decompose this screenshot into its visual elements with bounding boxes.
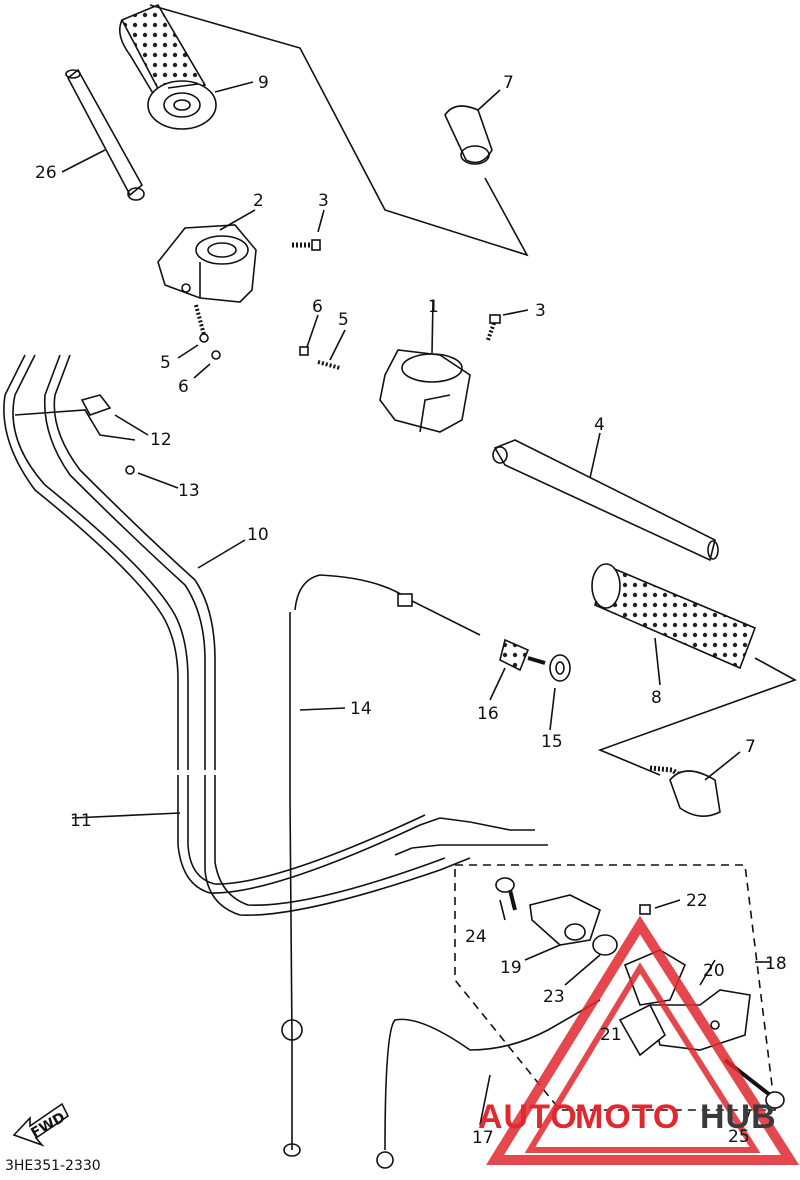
callout-24: 24 — [465, 927, 487, 947]
callout-10: 10 — [247, 525, 269, 545]
screw-part-13 — [125, 465, 179, 489]
callout-15: 15 — [541, 732, 563, 752]
bar-end-part-7-top — [444, 89, 501, 165]
adjuster-part-16 — [489, 638, 546, 701]
bracket-part-12 — [14, 394, 149, 441]
callout-5-right: 5 — [338, 310, 349, 330]
bolt-part-24 — [495, 877, 517, 921]
automotohub-logo-icon — [486, 915, 800, 1165]
lever-part-19 — [524, 894, 601, 961]
callout-8: 8 — [651, 688, 662, 708]
watermark-moto: MOTO — [575, 1098, 680, 1136]
callout-22: 22 — [686, 891, 708, 911]
watermark-auto: AUTO — [478, 1098, 578, 1136]
callout-25: 25 — [728, 1127, 750, 1147]
throttle-housing-part-1 — [379, 299, 471, 433]
cable-part-17 — [376, 999, 601, 1169]
callout-17: 17 — [472, 1128, 494, 1148]
reference-line-grip — [597, 657, 797, 776]
left-grip-part-8 — [591, 563, 757, 686]
callout-7-bottom: 7 — [745, 737, 756, 757]
inner-tube-part-26 — [61, 68, 145, 201]
callout-16: 16 — [477, 704, 499, 724]
screw-nut-right — [299, 314, 346, 370]
callout-13: 13 — [178, 481, 200, 501]
callout-9: 9 — [258, 73, 269, 93]
screw-nut-left — [177, 304, 221, 379]
bolt-part-3-left — [292, 209, 325, 251]
callout-3-right: 3 — [535, 301, 546, 321]
fwd-arrow-icon — [12, 1102, 70, 1147]
watermark-hub: HUB — [700, 1098, 777, 1136]
bolt-part-3-right — [486, 309, 529, 341]
screw-part-22 — [639, 899, 681, 915]
callout-21: 21 — [600, 1025, 622, 1045]
subassembly-box-part-18 — [454, 864, 776, 1111]
callout-20: 20 — [703, 961, 725, 981]
callout-1: 1 — [428, 297, 439, 317]
throttle-cable-part-11 — [3, 354, 548, 894]
callout-19: 19 — [500, 958, 522, 978]
callout-12: 12 — [150, 430, 172, 450]
part-code: 3HE351-2330 — [5, 1158, 101, 1174]
throttle-cable-part-10 — [43, 354, 471, 916]
callout-18: 18 — [765, 954, 787, 974]
callout-14: 14 — [350, 699, 372, 719]
callout-3-left: 3 — [318, 191, 329, 211]
choke-cable-part-14 — [281, 574, 481, 1157]
reference-line-top — [149, 4, 529, 257]
handlebar-holder-part-2 — [157, 209, 257, 303]
handlebar-tube-part-4 — [492, 432, 719, 562]
throttle-grip-part-9 — [119, 3, 254, 130]
callout-26: 26 — [35, 163, 57, 183]
bar-end-part-7-bottom — [649, 751, 741, 817]
callout-labels: 9 7 26 2 3 6 5 1 3 5 6 4 12 13 10 8 14 1… — [35, 73, 787, 1148]
washer-part-23 — [564, 934, 618, 986]
callout-11: 11 — [70, 811, 92, 831]
callout-6-left: 6 — [178, 377, 189, 397]
callout-4: 4 — [594, 415, 605, 435]
callout-7-top: 7 — [503, 73, 514, 93]
callout-6-right: 6 — [312, 297, 323, 317]
callout-5-left: 5 — [160, 353, 171, 373]
callout-2: 2 — [253, 191, 264, 211]
callout-23: 23 — [543, 987, 565, 1007]
locknut-part-15 — [549, 654, 571, 731]
watermark-text: AUTO MOTO HUB — [478, 1098, 777, 1136]
bracket-part-21 — [618, 1003, 667, 1057]
